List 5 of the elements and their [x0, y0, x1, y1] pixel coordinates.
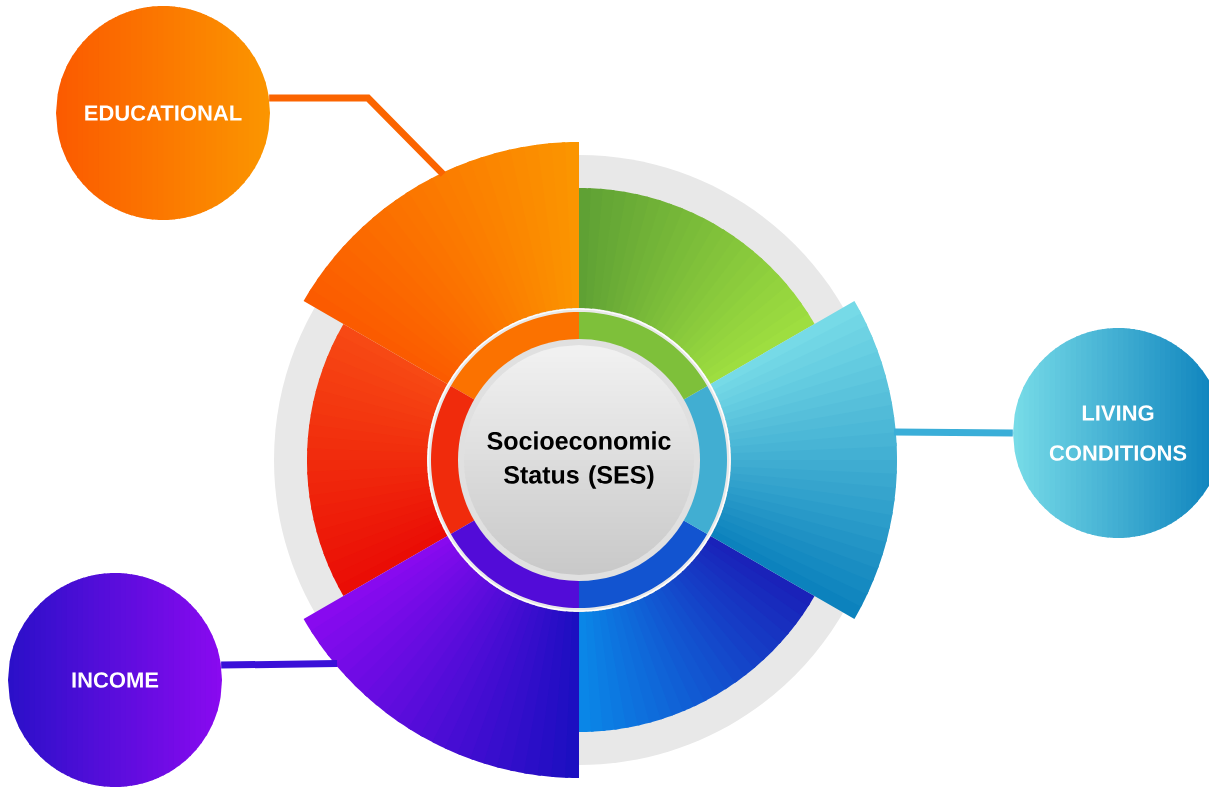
- node-label: LIVING CONDITIONS: [1049, 405, 1187, 461]
- center-disk: Socioeconomic Status (SES): [427, 308, 731, 612]
- node-label: EDUCATIONAL: [85, 105, 242, 121]
- sector: [710, 301, 897, 619]
- node-label: INCOME: [72, 672, 159, 688]
